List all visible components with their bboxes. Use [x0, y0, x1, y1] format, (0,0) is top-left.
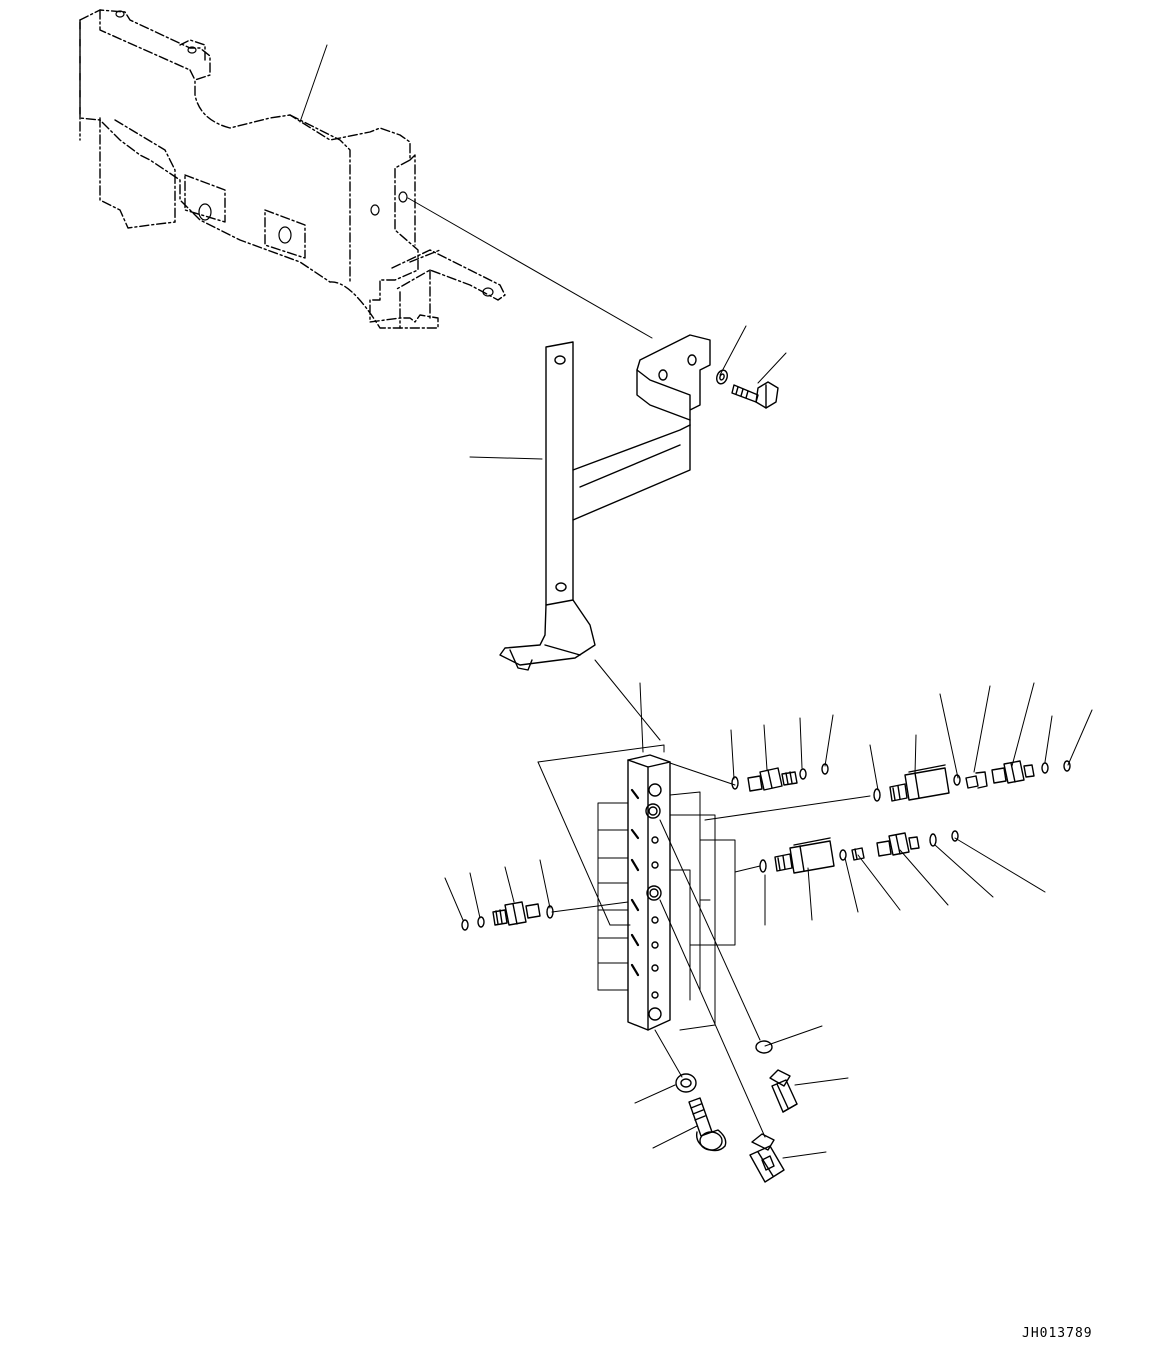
o-rings-upper-row	[732, 761, 1070, 801]
plug-upper-small	[966, 772, 987, 788]
adapter-fitting-upper-1	[748, 768, 797, 791]
frame-mount-holes	[116, 11, 493, 296]
connector-fitting-upper-2	[890, 765, 949, 801]
adapter-fitting-middle-2	[877, 833, 919, 856]
frame-phantom-outline	[80, 10, 505, 328]
callout-lines	[300, 45, 1092, 1158]
mounting-bracket	[500, 335, 710, 670]
washer-upper	[715, 369, 729, 386]
connector-fitting-middle-1	[775, 838, 834, 873]
bolt-lower	[689, 1098, 726, 1151]
manifold-block	[628, 755, 670, 1030]
block-projection-lines	[538, 660, 735, 1030]
washer-lower	[676, 1074, 696, 1092]
adapter-fitting-left	[493, 902, 540, 925]
o-rings-middle-row	[760, 831, 958, 872]
pressure-sensor-lower	[750, 1134, 784, 1182]
plug-lower	[756, 1041, 772, 1053]
pressure-sensor-upper	[770, 1070, 797, 1112]
drawing-reference-code: JH013789	[1022, 1326, 1093, 1341]
bolt-upper	[732, 382, 778, 408]
plug-middle-small	[852, 848, 864, 860]
adapter-fitting-upper-3	[992, 761, 1034, 783]
assembly-leader-lines	[408, 198, 870, 1137]
o-rings-left	[462, 906, 553, 930]
